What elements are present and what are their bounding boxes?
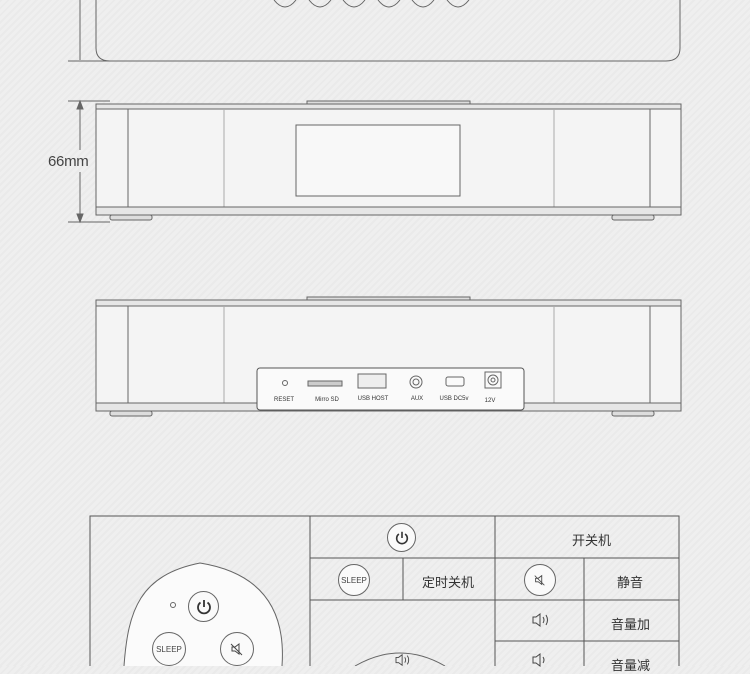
dc12-label: 12V <box>484 398 496 404</box>
back-view <box>95 296 682 417</box>
front-view <box>95 100 682 221</box>
remote-led <box>170 602 176 608</box>
function-table-grid <box>89 515 680 666</box>
top-view-outline <box>95 0 681 62</box>
aux-jack <box>409 375 423 389</box>
remote-sleep-button[interactable]: SLEEP <box>152 632 186 666</box>
table-sleep-label: SLEEP <box>341 575 367 585</box>
sleep-timer-function-label: 定时关机 <box>422 576 475 591</box>
volume-down-function-label: 音量减 <box>611 659 651 674</box>
micro-sd-slot <box>307 380 343 387</box>
volume-up-icon <box>532 613 548 627</box>
dc12-jack <box>484 371 502 389</box>
power-icon <box>395 531 408 544</box>
top-view-buttons <box>273 0 470 8</box>
wheel-volume-icon <box>395 653 410 667</box>
height-dimension <box>68 99 110 224</box>
remote-sleep-label: SLEEP <box>156 644 182 654</box>
power-function-label: 开关机 <box>572 534 612 549</box>
volume-up-function-label: 音量加 <box>611 618 651 633</box>
table-mute-icon-cell <box>524 564 556 596</box>
usb-host-label: USB HOST <box>357 396 389 402</box>
usb-host-port <box>357 373 387 389</box>
remote-power-button[interactable] <box>188 591 219 622</box>
table-sleep-icon-cell: SLEEP <box>338 564 370 596</box>
usb-dc-port <box>445 376 465 387</box>
remote-mute-button[interactable] <box>220 632 254 666</box>
reset-hole <box>282 380 288 386</box>
usb-dc-label: USB DC5v <box>439 396 469 402</box>
micro-sd-label: Mirro SD <box>315 397 339 403</box>
aux-label: AUX <box>410 396 424 402</box>
reset-label: RESET <box>273 397 295 403</box>
mute-icon <box>534 574 545 586</box>
mute-icon <box>230 643 243 656</box>
table-power-icon-cell <box>387 523 416 552</box>
height-dimension-label: 66mm <box>48 153 89 170</box>
port-panel <box>256 367 525 411</box>
power-icon <box>196 599 211 614</box>
mute-function-label: 静音 <box>617 576 644 591</box>
wheel-partial <box>354 652 446 666</box>
